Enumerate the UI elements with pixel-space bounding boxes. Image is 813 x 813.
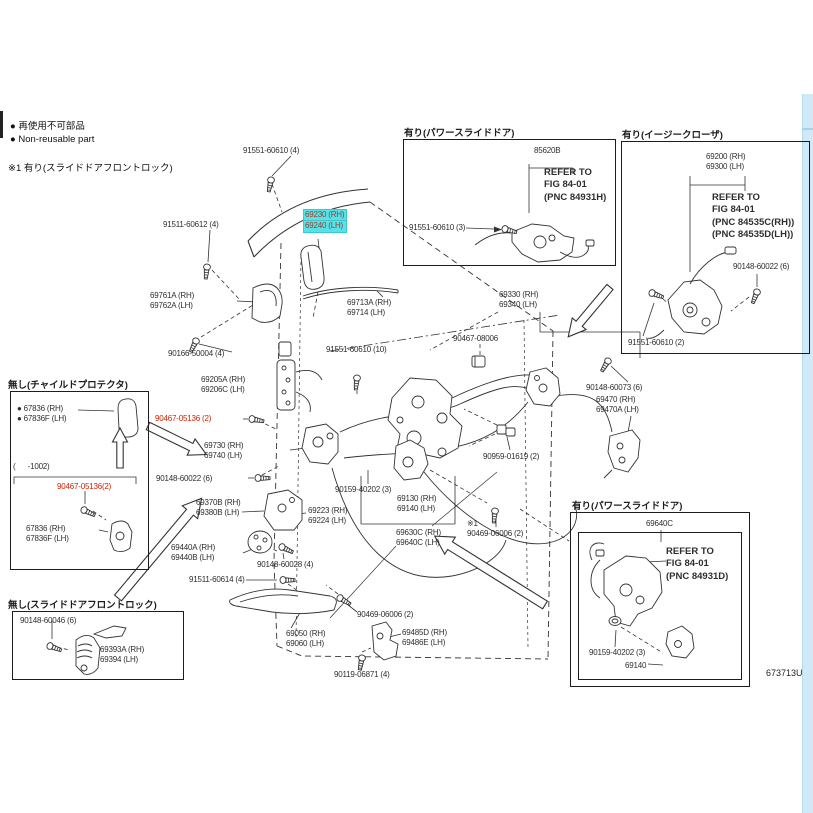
parts [75, 223, 737, 675]
label-90159-40202-3: 90159-40202 (3) [335, 485, 392, 494]
part-lower-lock [393, 439, 429, 481]
box-easy-closer-title: 有り(イージークローザ) [622, 130, 723, 141]
leader-lines [13, 155, 758, 672]
label-67836-bullets: ● 67836 (RH)● 67836F (LH) [17, 404, 67, 424]
label-69470-69470A: 69470 (RH)69470A (LH) [596, 395, 639, 415]
part-door-handle [251, 283, 283, 323]
box-easy-closer [621, 141, 810, 354]
legend-note1: ※1 有り(スライドドアフロントロック) [8, 163, 173, 174]
box-power-slide-door-bottom [570, 512, 750, 687]
part-cable-drum [247, 530, 273, 554]
label-69223-69224: 69223 (RH)69224 (LH) [308, 506, 348, 526]
legend-nonreusable-en: ● Non-reusable part [10, 134, 95, 145]
label-90148-60022-6b: 90148-60022 (6) [733, 262, 790, 271]
label-69630C-69640C: 69630C (RH)69640C (LH) [396, 528, 441, 548]
label-91511-60614-4: 91511-60614 (4) [189, 575, 245, 584]
label-69130-69140: 69130 (RH)69140 (LH) [397, 494, 437, 514]
label-69230-69240: 69230 (RH)69240 (LH) [302, 208, 348, 233]
label-90148-60028-4: 90148-60028 (4) [257, 560, 314, 569]
label-67836-lower: 67836 (RH)67836F (LH) [26, 524, 69, 544]
box-no-slide-door-front-lock-title: 無し(スライドドアフロントロック) [8, 600, 157, 611]
box-power-slide-door-bottom-inner [578, 532, 742, 680]
part-protector-pad [117, 398, 139, 438]
label-90467-05136-2b: 90467-05136(2) [57, 482, 112, 491]
label-90166-50004-4: 90166-50004 (4) [168, 349, 225, 358]
label-90148-60022-6: 90148-60022 (6) [156, 474, 213, 483]
part-power-latch [589, 542, 695, 659]
clip-90467-08006 [471, 355, 486, 368]
arrow-from-easy-closer [560, 280, 618, 344]
label-90467-08006: 90467-08006 [453, 334, 498, 343]
label-90469-06006-2: 90469-06006 (2) [357, 610, 414, 619]
label-69761A-69762A: 69761A (RH)69762A (LH) [150, 291, 195, 311]
label-69440A-69440B: 69440A (RH)69440B (LH) [171, 543, 216, 563]
label-91551-60610-3: 91551-60610 (3) [409, 223, 466, 232]
box-power-slide-door-top-title: 有り(パワースライドドア) [404, 128, 515, 139]
label-85620B: 85620B [534, 146, 561, 155]
label-91511-60612-4: 91511-60612 (4) [163, 220, 219, 229]
arrow-from-power-latch-box [428, 527, 551, 615]
box-no-child-protector-title: 無し(チャイルドプロテクタ) [8, 380, 128, 391]
label-69140: 69140 [625, 661, 647, 670]
label-69330-69340: 69330 (RH)69340 (LH) [499, 290, 539, 310]
label-90119-06871-4: 90119-06871 (4) [334, 670, 390, 679]
part-hinge [371, 621, 399, 661]
label-90467-05136-2: 90467-05136 (2) [155, 414, 212, 423]
label-69200-69300: 69200 (RH)69300 (LH) [706, 152, 746, 172]
part-easy-closer [645, 246, 737, 339]
part-remote-control [301, 423, 339, 465]
label-69050-69060: 69050 (RH)69060 (LH) [286, 629, 326, 649]
legend-nonreusable-jp: ● 再使用不可部品 [10, 121, 85, 132]
part-inside-handle [300, 244, 325, 290]
part-lock-plate [276, 341, 296, 411]
box-no-child-protector [10, 391, 149, 570]
part-power-slide-motor [474, 223, 595, 263]
page-edge-strip [802, 94, 813, 813]
part-lock-rod [302, 286, 399, 300]
label-69485D-69486E: 69485D (RH)69486E (LH) [402, 628, 447, 648]
label-91551-60610-4: 91551-60610 (4) [243, 146, 300, 155]
part-front-lock [263, 489, 303, 531]
label-69370B-69380B: 69370B (RH)69380B (LH) [196, 498, 241, 518]
page-edge-line [802, 128, 813, 130]
part-sill-channel [229, 588, 337, 615]
label-91551-60610-10: 91551-60610 (10) [326, 345, 387, 354]
label-dash-1002: ( -1002) [13, 462, 50, 471]
label-90148-60046-6: 90148-60046 (6) [20, 616, 77, 625]
arrow-to-remote-control [143, 417, 211, 464]
label-69205A-69206C: 69205A (RH)69206C (LH) [201, 375, 246, 395]
label-91551-60610-2: 91551-60610 (2) [628, 338, 685, 347]
leader-arrowhead [494, 226, 502, 233]
box-power-slide-door-bottom-title: 有り(パワースライドドア) [572, 501, 683, 512]
clip-90959-01619 [496, 424, 516, 437]
label-90148-60073-6: 90148-60073 (6) [586, 383, 643, 392]
part-striker [603, 429, 641, 479]
centerline [329, 314, 561, 352]
figure-code: 673713U [766, 668, 803, 678]
page-edge-tick [0, 111, 3, 138]
label-90959-01619-2: 90959-01619 (2) [483, 452, 540, 461]
box-power-slide-door-top [403, 139, 616, 266]
box-no-slide-door-front-lock [12, 611, 184, 680]
label-69393A-69394: 69393A (RH)69394 (LH) [100, 645, 145, 665]
label-69640C: 69640C [646, 519, 673, 528]
label-90159-40202-3b: 90159-40202 (3) [589, 648, 646, 657]
label-69713A-69714: 69713A (RH)69714 (LH) [347, 298, 392, 318]
part-rear-latch [525, 367, 561, 407]
part-front-lock-box4 [75, 625, 127, 675]
label-69730-69740: 69730 (RH)69740 (LH) [204, 441, 244, 461]
part-protector-lock [109, 520, 133, 553]
